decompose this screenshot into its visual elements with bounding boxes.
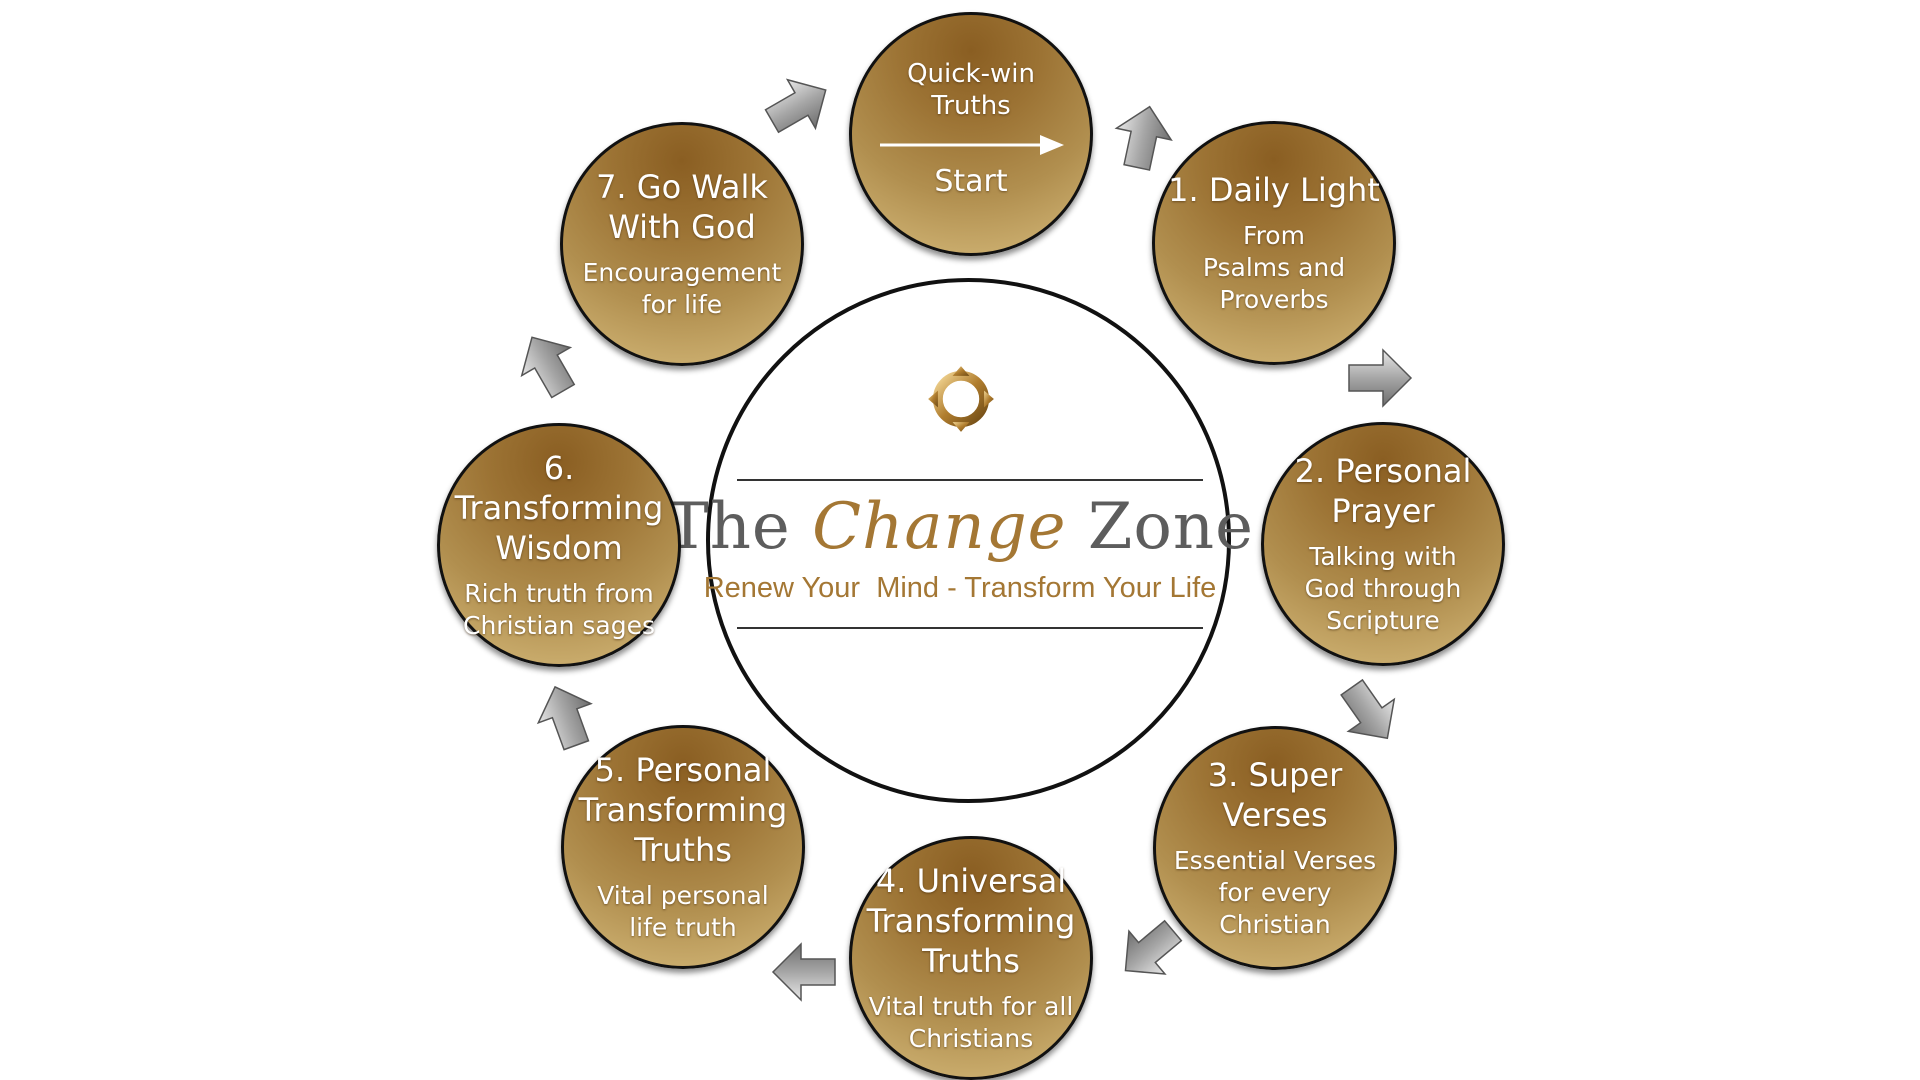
- start-node-label: Start: [934, 164, 1008, 199]
- step-node-3: 3. Super Verses Essential Verses for eve…: [1153, 726, 1397, 970]
- brand-title-accent: Change: [812, 490, 1067, 564]
- step-title: 2. Personal Prayer: [1294, 452, 1472, 530]
- cycle-arrow-icon: [1340, 678, 1396, 740]
- step-description: From Psalms and Proverbs: [1202, 221, 1346, 314]
- step-title: 4. Universal Transforming Truths: [866, 862, 1076, 980]
- step-title: 5. Personal Transforming Truths: [578, 751, 788, 869]
- cycle-arrows-icon: [928, 366, 994, 432]
- step-description: Vital truth for all Christians: [868, 992, 1074, 1053]
- step-node-7: 7. Go Walk With God Encouragement for li…: [560, 122, 804, 366]
- top-divider: [737, 479, 1203, 481]
- brand-tagline: Renew Your Mind - Transform Your Life: [703, 572, 1217, 604]
- step-node-5: 5. Personal Transforming Truths Vital pe…: [561, 725, 805, 969]
- step-title: 1. Daily Light: [1168, 171, 1380, 209]
- step-description: Essential Verses for every Christian: [1173, 846, 1377, 939]
- start-node-title: Quick-win Truths: [907, 59, 1035, 121]
- step-title: 6. Transforming Wisdom: [454, 449, 664, 567]
- step-node-6: 6. Transforming Wisdom Rich truth from C…: [437, 423, 681, 667]
- right-arrow-icon: [880, 135, 1064, 155]
- cycle-arrow-icon: [1348, 348, 1413, 408]
- cycle-arrow-icon: [1114, 105, 1173, 171]
- center-circle: [706, 278, 1231, 803]
- step-title: 3. Super Verses: [1207, 756, 1343, 834]
- start-node: Quick-win Truths Start: [849, 12, 1093, 256]
- step-description: Encouragement for life: [582, 258, 782, 319]
- step-description: Talking with God through Scripture: [1304, 542, 1462, 635]
- step-description: Rich truth from Christian sages: [462, 579, 656, 640]
- step-description: Vital personal life truth: [597, 881, 769, 942]
- cycle-arrow-icon: [536, 685, 593, 751]
- cycle-arrow-icon: [764, 78, 827, 134]
- cycle-arrow-icon: [771, 942, 836, 1002]
- step-title: 7. Go Walk With God: [596, 168, 768, 246]
- step-node-4: 4. Universal Transforming Truths Vital t…: [849, 836, 1093, 1080]
- step-node-2: 2. Personal Prayer Talking with God thro…: [1261, 422, 1505, 666]
- bottom-divider: [737, 627, 1203, 629]
- brand-title-part1: The: [666, 490, 813, 564]
- step-node-1: 1. Daily Light From Psalms and Proverbs: [1152, 121, 1396, 365]
- cycle-arrow-icon: [520, 336, 576, 399]
- brand-title-part2: Zone: [1066, 490, 1254, 564]
- brand-title: The Change Zone: [0, 490, 1920, 564]
